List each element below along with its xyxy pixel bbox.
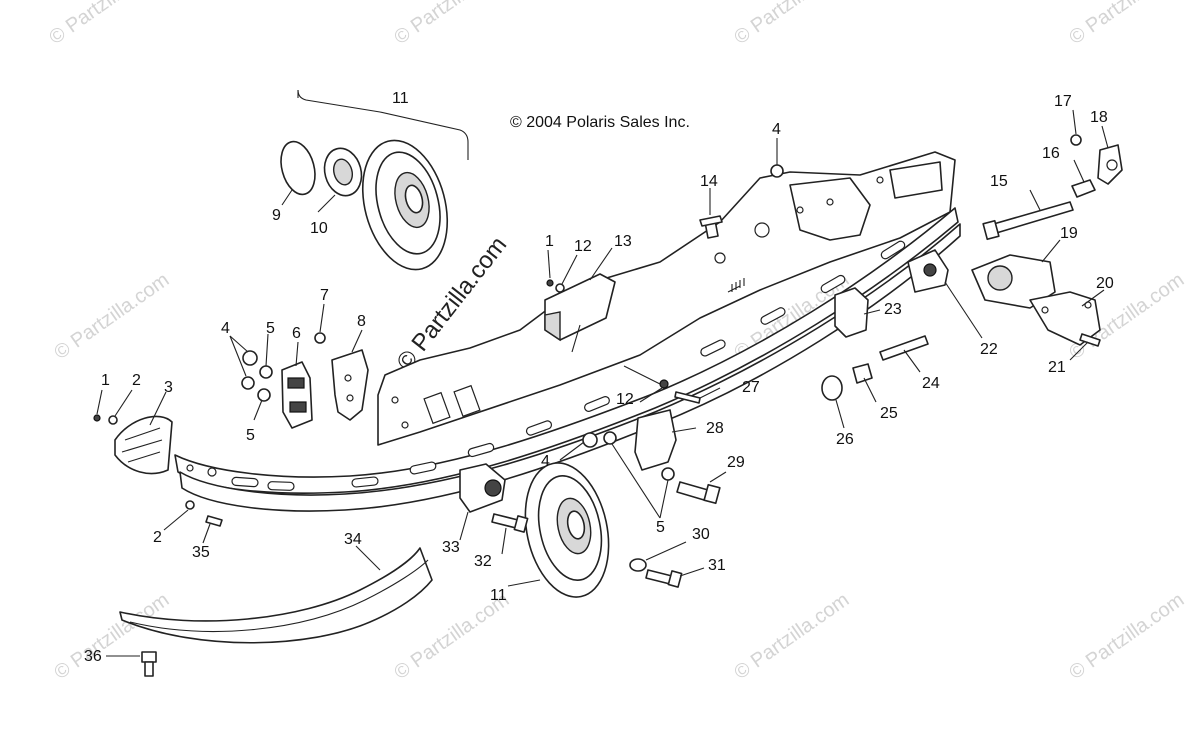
- callout-3: 3: [164, 379, 173, 396]
- callout-12: 12: [574, 238, 592, 255]
- callout-9: 9: [272, 207, 281, 224]
- callout-4: 4: [541, 453, 550, 470]
- callout-labels: 1 2 3 4 5 5 6 7 8 9 10 11 11 1 12 13 14 …: [84, 90, 1114, 665]
- rail-slots: [231, 240, 906, 491]
- callout-36: 36: [84, 648, 102, 665]
- callout-23: 23: [884, 301, 902, 318]
- callout-16: 16: [1042, 145, 1060, 162]
- upper-wheel-group: [280, 89, 469, 271]
- watermark-text: © Partzilla.com: [1065, 0, 1188, 49]
- watermark-text: © Partzilla.com: [50, 269, 173, 364]
- watermark-text: © Partzilla.com: [50, 589, 173, 684]
- callout-7: 7: [320, 287, 329, 304]
- watermark-text: © Partzilla.com: [1065, 589, 1188, 684]
- callout-27: 27: [742, 379, 760, 396]
- callout-31: 31: [708, 557, 726, 574]
- callout-4: 4: [221, 320, 230, 337]
- callout-17: 17: [1054, 93, 1072, 110]
- watermark-text: © Partzilla.com: [45, 0, 168, 49]
- callout-33: 33: [442, 539, 460, 556]
- callout-22: 22: [980, 341, 998, 358]
- callout-11: 11: [490, 587, 507, 604]
- callout-26: 26: [836, 431, 854, 448]
- callout-10: 10: [310, 220, 328, 237]
- small-parts: [93, 134, 1123, 677]
- callout-20: 20: [1096, 275, 1114, 292]
- callout-24: 24: [922, 375, 940, 392]
- callout-29: 29: [727, 454, 745, 471]
- rail-assembly: [174, 151, 961, 512]
- lower-wheel-group: [524, 462, 610, 598]
- watermark-text: © Partzilla.com: [730, 0, 853, 49]
- watermark-text: © Partzilla.com: [730, 589, 853, 684]
- callout-15: 15: [990, 173, 1008, 190]
- callout-21: 21: [1048, 359, 1066, 376]
- callout-35: 35: [192, 544, 210, 561]
- callout-5: 5: [266, 320, 275, 337]
- callout-5: 5: [246, 427, 255, 444]
- callout-1: 1: [101, 372, 110, 389]
- callout-28: 28: [706, 420, 724, 437]
- callout-6: 6: [292, 325, 301, 342]
- callout-1: 1: [545, 233, 554, 250]
- callout-8: 8: [357, 313, 366, 330]
- callout-13: 13: [614, 233, 632, 250]
- watermark-text: © Partzilla.com: [390, 0, 513, 49]
- callout-30: 30: [692, 526, 710, 543]
- callout-32: 32: [474, 553, 492, 570]
- callout-11: 11: [392, 90, 409, 107]
- callout-19: 19: [1060, 225, 1078, 242]
- callout-4: 4: [772, 121, 781, 138]
- callout-14: 14: [700, 173, 718, 190]
- leader-lines: [96, 109, 1109, 657]
- callout-18: 18: [1090, 109, 1108, 126]
- callout-5: 5: [656, 519, 665, 536]
- copyright-text: © 2004 Polaris Sales Inc.: [510, 114, 690, 131]
- callout-2: 2: [153, 529, 162, 546]
- callout-25: 25: [880, 405, 898, 422]
- callout-12: 12: [616, 391, 634, 408]
- callout-2: 2: [132, 372, 141, 389]
- callout-34: 34: [344, 531, 362, 548]
